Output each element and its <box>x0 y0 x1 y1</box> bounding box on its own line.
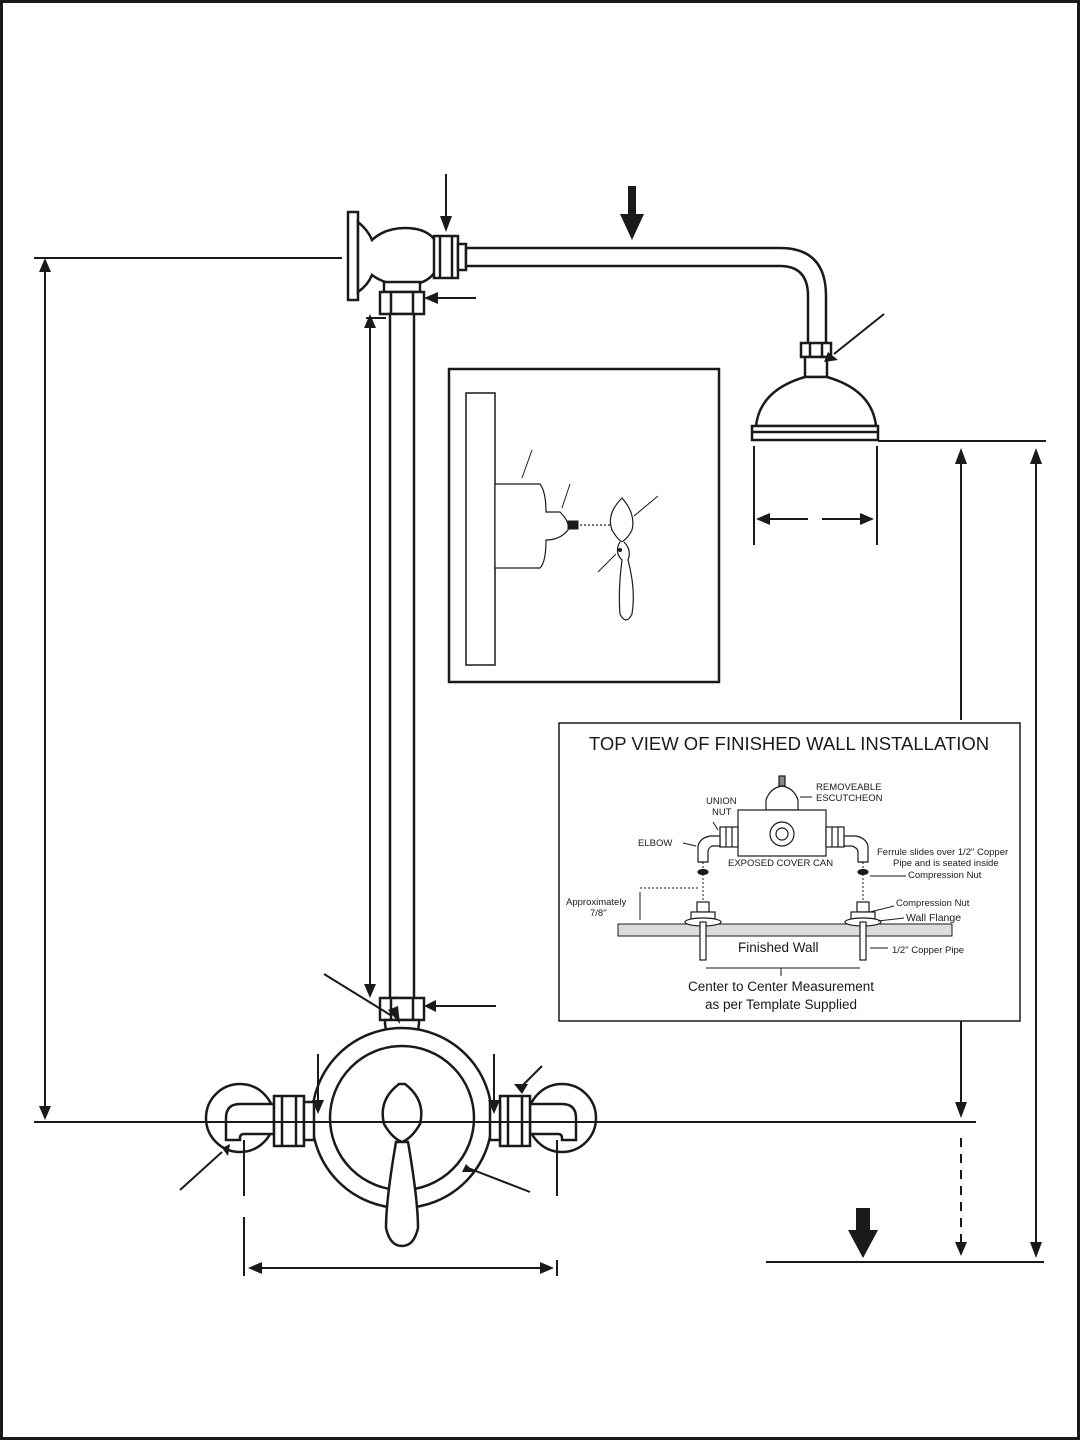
label-nut: NUT <box>712 807 732 818</box>
handle-detail-inset <box>447 367 721 684</box>
detail-cover-can <box>494 483 569 569</box>
arrowheads <box>39 186 1042 1274</box>
riser-pipe <box>388 312 416 1000</box>
label-finished-wall: Finished Wall <box>738 940 819 955</box>
label-exposed-cover-can: EXPOSED COVER CAN <box>728 858 833 869</box>
label-template-supplied: as per Template Supplied <box>705 997 857 1012</box>
label-escutcheon: ESCUTCHEON <box>816 793 883 804</box>
label-compression-nut: Compression Nut <box>896 898 970 909</box>
label-center-to-center: Center to Center Measurement <box>688 979 874 994</box>
label-ferrule-3: Compression Nut <box>908 870 982 881</box>
label-ferrule-2: Pipe and is seated inside <box>893 858 999 869</box>
showerhead-neck <box>803 355 829 379</box>
dimension-lines <box>34 174 1046 1276</box>
flow-arrow-arm-head <box>620 214 644 240</box>
shower-assembly <box>204 210 880 1248</box>
top-view-frame <box>558 722 1021 1022</box>
label-copper-pipe: 1/2" Copper Pipe <box>892 945 964 956</box>
top-view-inset: TOP VIEW OF FINISHED WALL INSTALLATION <box>558 722 1021 1022</box>
shower-arm <box>464 246 828 347</box>
finished-wall-strip <box>617 923 953 937</box>
union-nut-riser-top <box>378 290 426 316</box>
label-elbow: ELBOW <box>638 838 672 849</box>
union-nut-top <box>432 234 460 280</box>
showerhead-nut <box>799 341 833 359</box>
callout-left-flange <box>179 1151 223 1191</box>
label-removeable: REMOVEABLE <box>816 782 881 793</box>
left-copper-pipe <box>699 921 707 961</box>
flow-arrow-arm-shaft <box>628 186 636 216</box>
label-wall-flange: Wall Flange <box>906 912 961 924</box>
callout-outlet <box>323 973 393 1017</box>
shower-head <box>754 375 878 428</box>
label-approximately: Approximately <box>566 897 626 908</box>
top-view-title: TOP VIEW OF FINISHED WALL INSTALLATION <box>589 733 989 754</box>
union-nut-riser-bottom <box>378 996 426 1022</box>
detail-wall <box>465 392 496 666</box>
wall-flange-top <box>346 210 360 302</box>
detail-handle-grip <box>616 541 634 621</box>
callout-showerhead-nut <box>833 313 885 355</box>
floor-arrow-shaft <box>856 1208 870 1232</box>
floor-arrow-head <box>848 1230 878 1258</box>
right-copper-pipe <box>859 921 867 961</box>
lever-handle-grip <box>384 1140 420 1248</box>
label-ferrule-1: Ferrule slides over 1/2" Copper <box>877 847 1008 858</box>
callout-escutcheon <box>467 1167 531 1193</box>
label-seven-eighths: 7/8" <box>590 908 607 919</box>
label-union: UNION <box>706 796 737 807</box>
union-cap-top <box>382 280 422 294</box>
